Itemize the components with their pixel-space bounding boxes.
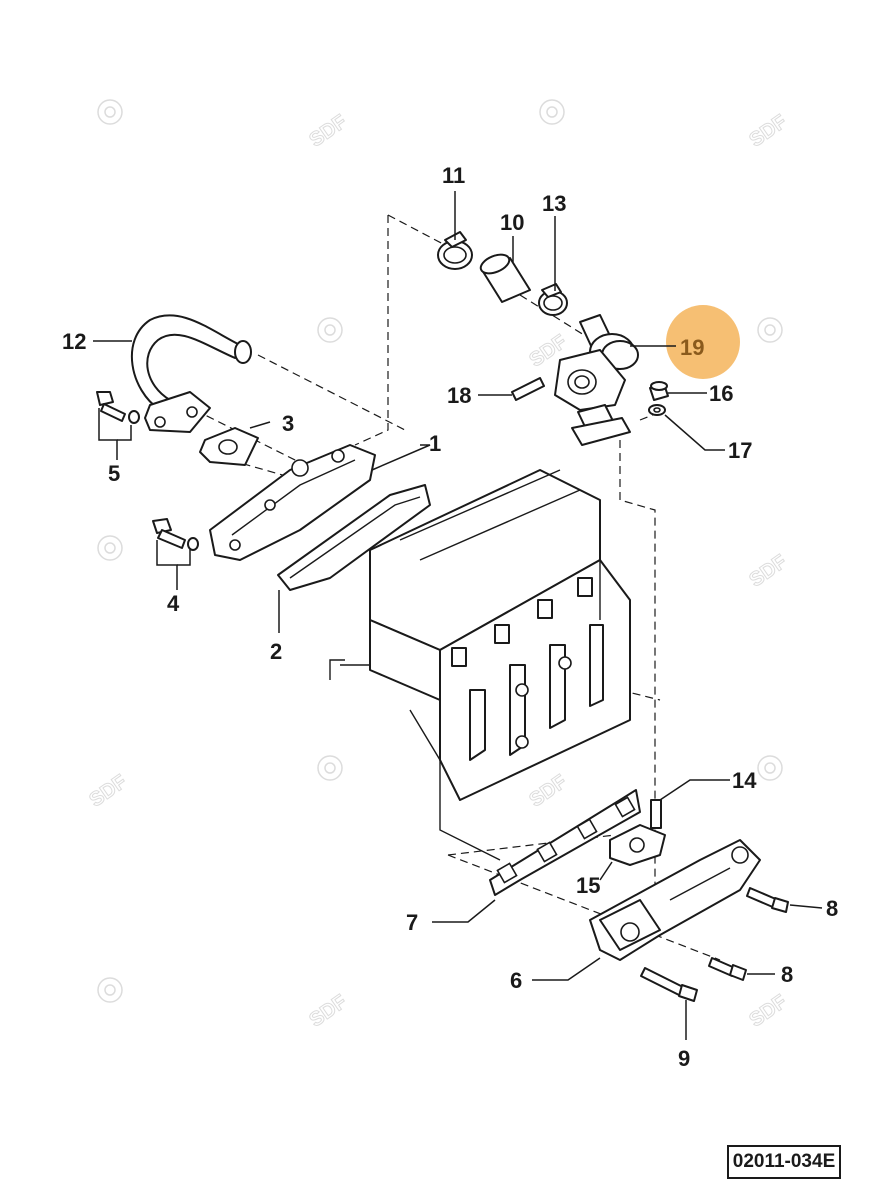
callout-2: 2 <box>270 639 282 664</box>
watermark-text: SDF <box>746 551 791 592</box>
watermark-logo <box>757 755 783 781</box>
intake-port <box>537 599 553 619</box>
reference-code-box: 02011-034E <box>727 1145 841 1179</box>
part-18-stud <box>511 377 545 401</box>
watermark-logo <box>97 535 123 561</box>
callout-5: 5 <box>108 461 120 486</box>
watermark-logo <box>539 99 565 125</box>
part-7-exhaust-gasket <box>489 789 641 896</box>
part-2-manifold-gasket <box>277 484 431 591</box>
callout-8-upper: 8 <box>826 896 838 921</box>
part-4-bolt-washer <box>152 518 199 551</box>
callout-4: 4 <box>167 591 180 616</box>
watermark-text: SDF <box>306 111 351 152</box>
reference-code: 02011-034E <box>732 1151 836 1172</box>
part-9-long-bolt <box>640 967 698 1002</box>
callouts: 1 2 3 4 5 6 7 8 8 9 10 11 12 13 14 15 16… <box>62 163 838 1071</box>
callout-13: 13 <box>542 191 566 216</box>
part-16-nut <box>649 381 669 401</box>
part-3-gasket <box>199 427 259 466</box>
part-1-intake-manifold <box>209 444 376 561</box>
intake-port <box>494 624 510 644</box>
part-8-bolt-upper <box>746 887 789 913</box>
watermark-text: SDF <box>526 771 571 812</box>
watermark-logo <box>757 317 783 343</box>
callout-10: 10 <box>500 210 524 235</box>
part-13-clamp <box>538 283 568 316</box>
part-11-clamp <box>437 231 473 270</box>
highlight-circle <box>666 305 740 379</box>
watermark-logo <box>97 977 123 1003</box>
watermark-logo <box>97 99 123 125</box>
callout-6: 6 <box>510 968 522 993</box>
part-17-washer <box>648 404 666 416</box>
callout-9: 9 <box>678 1046 690 1071</box>
part-5-bolt-washer <box>96 391 140 424</box>
callout-19: 19 <box>680 335 704 360</box>
callout-15: 15 <box>576 873 600 898</box>
callout-1: 1 <box>429 431 441 456</box>
callout-12: 12 <box>62 329 86 354</box>
part-15-gasket <box>609 824 666 866</box>
intake-port <box>577 577 593 597</box>
watermark-text: SDF <box>746 991 791 1032</box>
part-6-exhaust-manifold <box>589 839 761 961</box>
watermark-logo <box>317 317 343 343</box>
part-8-bolt-lower <box>708 957 747 981</box>
watermark-text: SDF <box>306 991 351 1032</box>
watermark-logo <box>317 755 343 781</box>
part-12-oil-pipe <box>130 314 252 433</box>
callout-16: 16 <box>709 381 733 406</box>
part-14-stud <box>650 799 662 829</box>
callout-18: 18 <box>447 383 471 408</box>
watermark-text: SDF <box>746 111 791 152</box>
part-19-turbocharger <box>554 314 639 446</box>
callout-14: 14 <box>732 768 757 793</box>
callout-7: 7 <box>406 910 418 935</box>
engine-block <box>329 469 631 861</box>
part-10-hose <box>479 253 531 303</box>
callout-17: 17 <box>728 438 752 463</box>
leader-lines <box>93 191 823 1040</box>
callout-3: 3 <box>282 411 294 436</box>
callout-11: 11 <box>442 163 465 188</box>
watermark-text: SDF <box>86 771 131 812</box>
callout-8-lower: 8 <box>781 962 793 987</box>
intake-port <box>451 647 467 667</box>
